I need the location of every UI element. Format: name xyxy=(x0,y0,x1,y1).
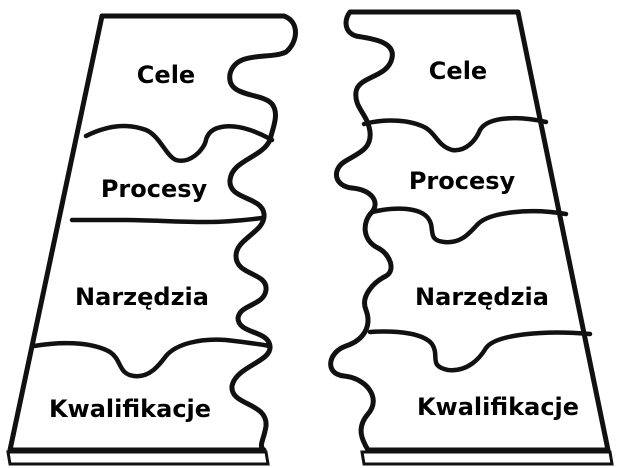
right-piece-label-1: Cele xyxy=(429,57,487,85)
right-piece-label-4: Kwalifikacje xyxy=(417,393,579,421)
left-piece-label-1: Cele xyxy=(137,61,195,89)
right-piece-label-2: Procesy xyxy=(409,167,516,195)
left-piece-label-2: Procesy xyxy=(101,175,208,203)
left-piece-label-4: Kwalifikacje xyxy=(49,395,211,423)
right-base-board xyxy=(362,452,612,464)
left-piece-label-3: Narzędzia xyxy=(75,283,209,311)
right-piece-label-3: Narzędzia xyxy=(415,283,549,311)
left-base-board xyxy=(8,452,268,464)
